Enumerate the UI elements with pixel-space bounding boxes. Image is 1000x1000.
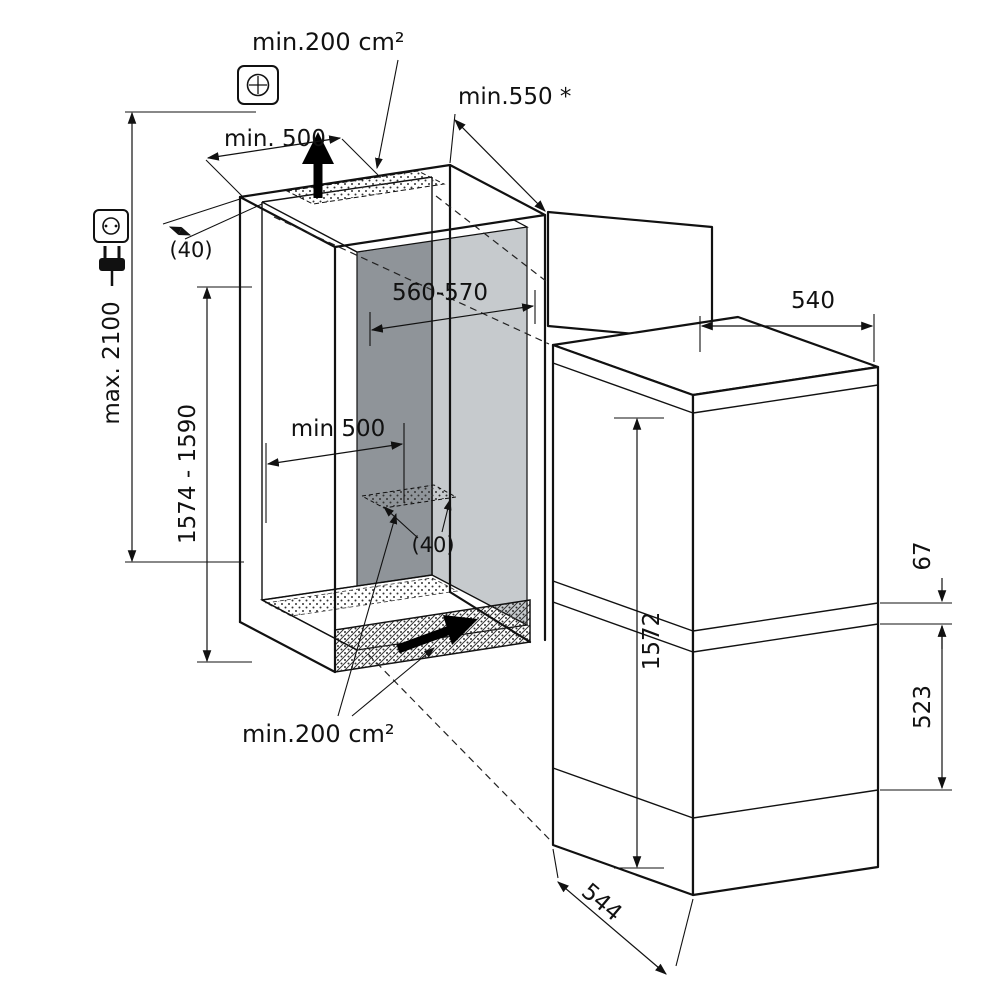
label-top-vent-area: min.200 cm²	[252, 28, 405, 56]
plinth-line-front	[692, 789, 879, 819]
floor-rear-vent-slot	[360, 484, 458, 509]
label-top-clearance-width: min. 500	[224, 126, 326, 152]
niche-interior-right-wall	[431, 176, 528, 626]
label-floor-vent-recess: (40)	[411, 533, 454, 557]
appliance-front-face	[691, 365, 880, 897]
door-gap-line-1	[692, 602, 879, 632]
air-inlet-arrow	[396, 615, 478, 654]
interior-bottom-left-edge	[261, 599, 358, 651]
label-frame-recess-top: (40)	[169, 238, 212, 262]
door-top-line	[692, 384, 879, 414]
projection-line-bottom	[367, 653, 552, 842]
label-lower-door: 523	[910, 685, 936, 729]
label-door-gap: 67	[910, 541, 936, 570]
label-ceiling-height: max. 2100	[99, 301, 125, 424]
door-gap-side-1	[552, 580, 694, 632]
decor-door-panel	[546, 210, 714, 343]
door-top-line-side	[552, 362, 694, 414]
interior-top-left-edge	[261, 201, 358, 253]
label-bottom-vent-area: min.200 cm²	[242, 720, 395, 748]
dim-interior-width	[370, 303, 535, 333]
niche-drawing	[238, 163, 547, 674]
label-niche-depth: min.550 *	[458, 84, 571, 110]
label-interior-width: 560-570	[392, 280, 488, 306]
label-appliance-width: 540	[791, 288, 835, 314]
label-niche-height: 1574 - 1590	[175, 404, 201, 544]
label-appliance-depth: 544	[576, 879, 626, 927]
appliance-drawing	[551, 315, 880, 897]
niche-bottom-left-edge	[238, 620, 337, 674]
dim-appliance-depth	[557, 881, 667, 975]
door-gap-side-2	[552, 601, 694, 653]
power-plug-symbol	[99, 246, 125, 286]
plinth-line-side	[552, 767, 694, 819]
dim-niche-depth	[454, 119, 546, 212]
top-vent-slot	[285, 170, 446, 205]
dim-top-width	[206, 135, 342, 161]
power-socket-symbol	[93, 209, 129, 243]
niche-bottom-right-edge	[448, 590, 532, 644]
appliance-side-face	[551, 343, 695, 897]
vent-labels: min.200 cm² min.200 cm²	[242, 28, 435, 748]
dim-frame-recess-top	[168, 226, 192, 236]
junction-box-symbol	[237, 65, 279, 105]
label-appliance-height: 1572	[639, 612, 665, 671]
opening-bottom-edge	[261, 574, 433, 601]
dim-floor-clearance-width	[266, 441, 404, 467]
label-floor-clearance-width: min 500	[291, 416, 386, 442]
door-gap-line-2	[692, 623, 879, 653]
